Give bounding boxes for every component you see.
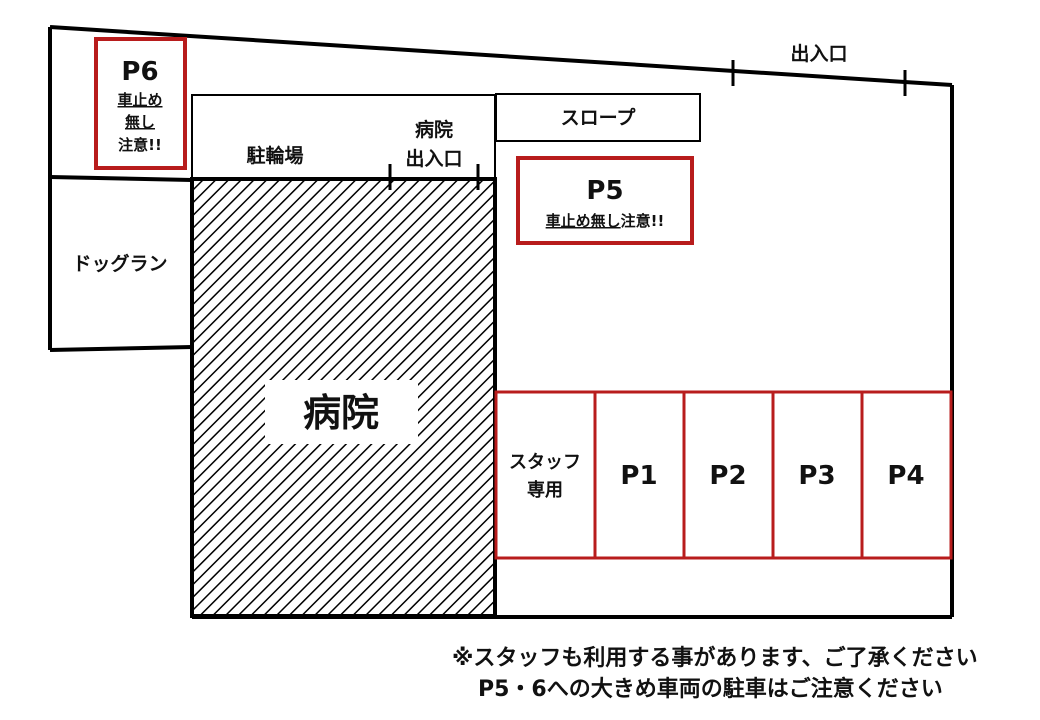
entrance-label: 出入口 xyxy=(790,42,847,65)
p5-name: P5 xyxy=(586,176,623,206)
staff-use-note: ※スタッフも利用する事があります、ご了承ください xyxy=(452,646,978,671)
entrance-markers xyxy=(731,60,907,96)
p5-warning: 車止め無し注意!! xyxy=(546,212,665,230)
p5-warning-underlined: 車止め無し xyxy=(546,212,621,230)
dog-run-label: ドッグラン xyxy=(72,252,167,275)
p1-label: P1 xyxy=(620,461,657,491)
slope-label: スロープ xyxy=(561,106,637,129)
parking-space-p1 xyxy=(593,390,686,560)
parking-space-p5: P5 車止め無し注意!! xyxy=(516,156,694,245)
hospital-entrance-ticks xyxy=(388,164,480,190)
hospital-entrance-label-line2: 出入口 xyxy=(405,147,462,170)
staff-space-label-1: スタッフ xyxy=(509,452,581,473)
parking-space-p3 xyxy=(771,390,864,560)
bicycle-parking-label: 駐輪場 xyxy=(246,144,303,167)
p6-warning-3: 注意!! xyxy=(118,136,162,154)
large-vehicle-note: P5・6への大きめ車両の駐車はご注意ください xyxy=(478,677,943,702)
hospital-label: 病院 xyxy=(303,391,379,435)
p6-warning-2: 無し xyxy=(125,113,155,131)
p4-label: P4 xyxy=(887,461,924,491)
slope-area xyxy=(495,93,701,142)
staff-space-label-2: 専用 xyxy=(527,479,563,501)
p3-label: P3 xyxy=(798,461,835,491)
hospital-entrance-label-line1: 病院 xyxy=(415,118,453,141)
staff-space xyxy=(494,390,597,560)
p6-name: P6 xyxy=(121,57,158,87)
p6-warning-1: 車止め xyxy=(117,91,162,109)
p2-label: P2 xyxy=(709,461,746,491)
bicycle-parking-area xyxy=(191,94,496,180)
hospital-label-box xyxy=(265,380,418,444)
p5-warning-rest: 注意!! xyxy=(621,212,665,230)
parking-row xyxy=(494,390,953,560)
parking-space-p4 xyxy=(860,390,953,560)
parking-space-p6: P6 車止め 無し 注意!! xyxy=(94,37,187,170)
